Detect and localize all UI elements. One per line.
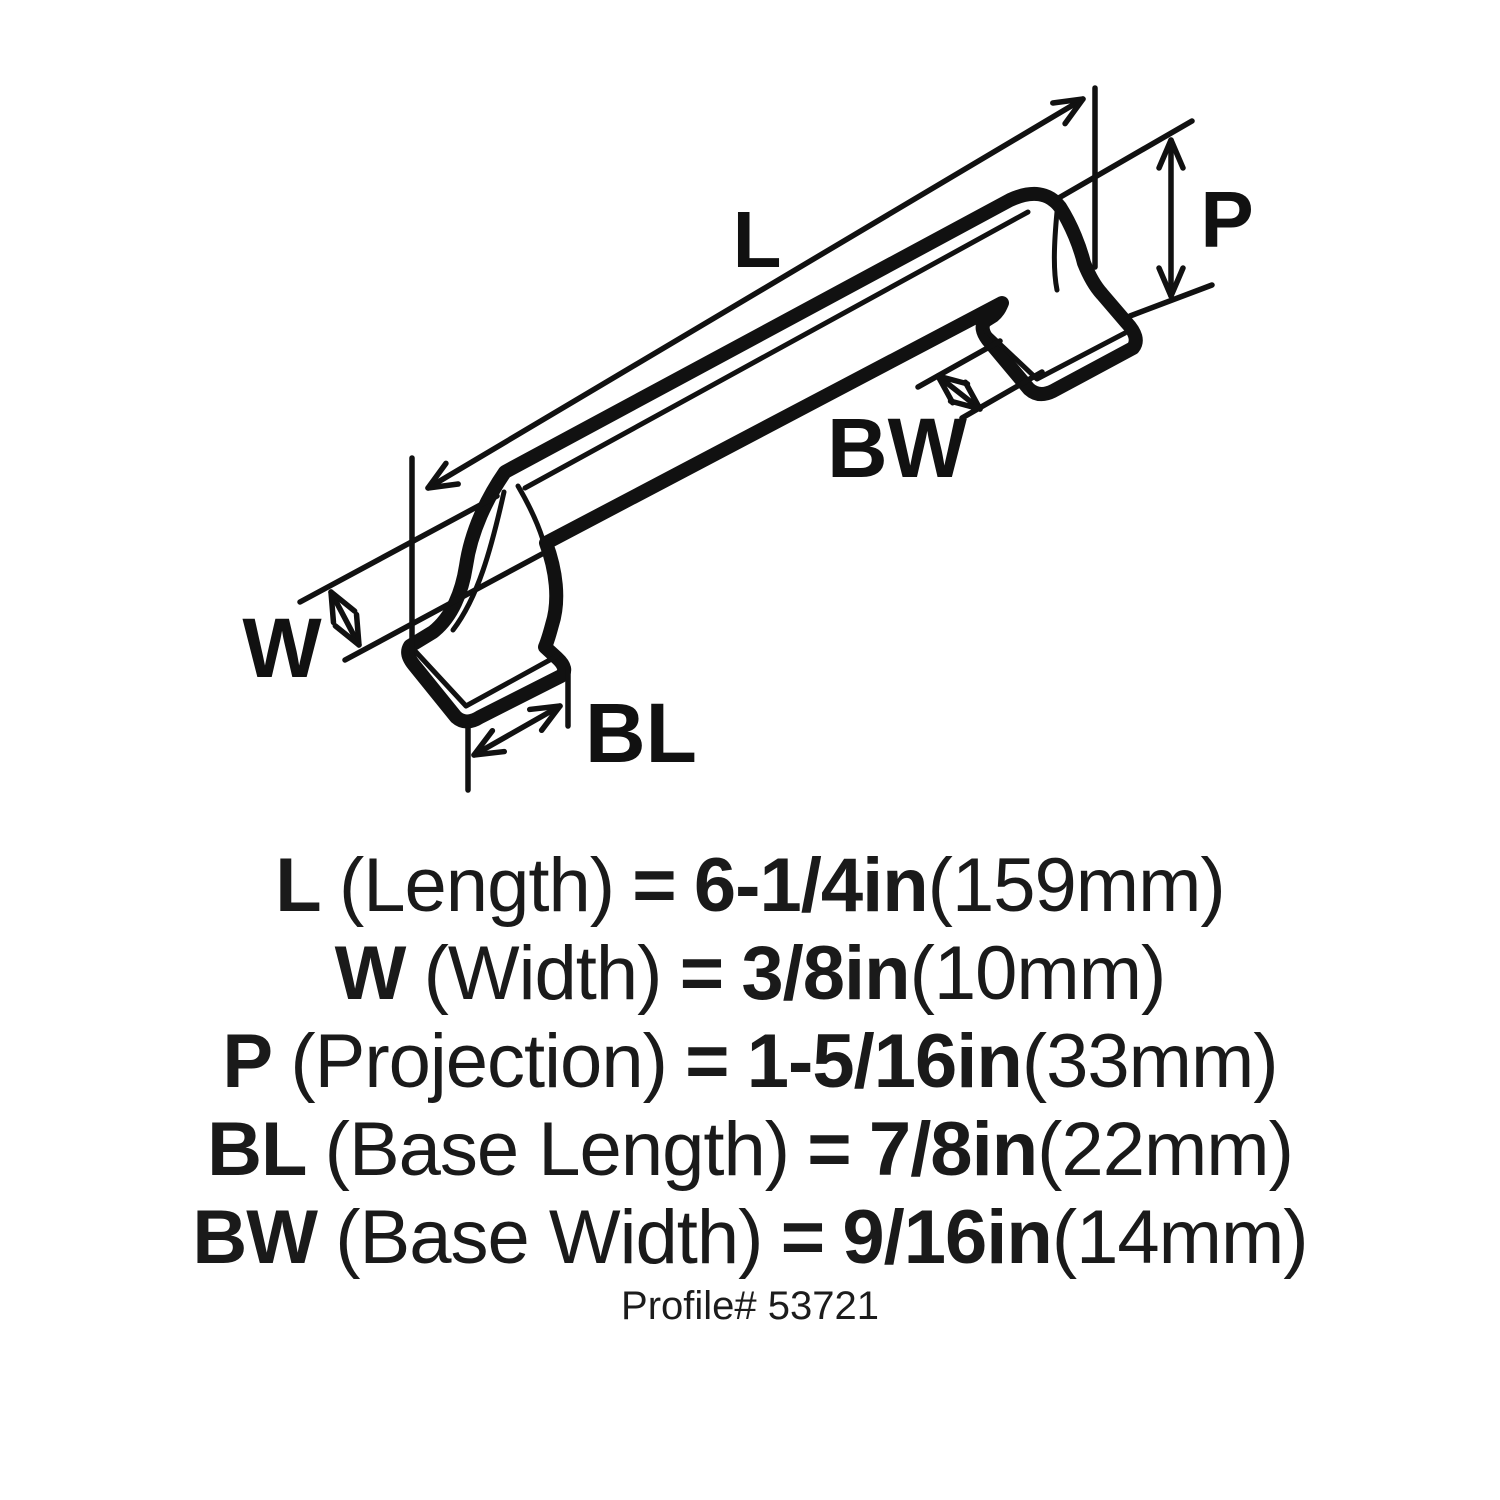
spec-mm: (159mm) — [927, 843, 1226, 928]
left-bend-end-face-line — [515, 483, 546, 543]
W-extension-line-bottom — [342, 551, 545, 663]
BW-extension-line-top — [915, 338, 1003, 390]
spec-line-base-width: BW(Base Width)=9/16in(14mm) — [0, 1194, 1500, 1282]
L-label: L — [733, 195, 782, 284]
spec-equals: = — [685, 1019, 729, 1104]
spec-term: L — [275, 843, 321, 928]
right-neck-crease-line — [1051, 209, 1060, 293]
left-neck-crease-line — [450, 489, 507, 633]
spec-name: (Width) — [423, 931, 663, 1016]
spec-inches: 7/8in — [868, 1107, 1038, 1192]
spec-term: P — [222, 1019, 273, 1104]
spec-line-length: L(Length)=6-1/4in(159mm) — [0, 842, 1500, 930]
spec-term: BL — [207, 1107, 307, 1192]
BW-dimension-arrow — [935, 373, 983, 412]
W-dimension-arrow — [328, 589, 362, 648]
L-dimension-line — [425, 96, 1086, 491]
spec-mm: (10mm) — [909, 931, 1167, 1016]
spec-inches: 6-1/4in — [693, 843, 929, 928]
W-extension-line-top — [297, 493, 500, 605]
spec-line-width: W(Width)=3/8in(10mm) — [0, 930, 1500, 1018]
BW-label: BW — [827, 401, 968, 495]
dimension-annotations — [297, 85, 1215, 793]
spec-equals: = — [632, 843, 676, 928]
spec-inches: 3/8in — [741, 931, 910, 1016]
profile-number: Profile# 53721 — [621, 1284, 879, 1328]
P-extension-line-top — [1047, 118, 1195, 206]
spec-equals: = — [807, 1107, 851, 1192]
P-label: P — [1200, 175, 1253, 264]
W-label: W — [242, 601, 322, 695]
spec-line-projection: P(Projection)=1-5/16in(33mm) — [0, 1018, 1500, 1106]
spec-name: (Projection) — [290, 1019, 668, 1104]
spec-term: BW — [192, 1195, 318, 1280]
spec-inches: 9/16in — [842, 1195, 1052, 1280]
BL-dimension-arrow — [471, 703, 563, 758]
spec-mm: (22mm) — [1037, 1107, 1294, 1192]
spec-name: (Base Length) — [324, 1107, 790, 1192]
spec-name: (Base Width) — [335, 1195, 763, 1280]
dimension-spec-list: L(Length)=6-1/4in(159mm) W(Width)=3/8in(… — [0, 842, 1500, 1282]
spec-term: W — [334, 931, 407, 1016]
P-extension-line-bottom — [1127, 282, 1215, 319]
BL-label: BL — [585, 686, 697, 780]
spec-inches: 1-5/16in — [746, 1019, 1023, 1104]
spec-line-base-length: BL(Base Length)=7/8in(22mm) — [0, 1106, 1500, 1194]
spec-equals: = — [780, 1195, 825, 1280]
left-base-top-face-line — [413, 649, 560, 709]
spec-mm: (14mm) — [1051, 1195, 1309, 1280]
spec-name: (Length) — [338, 843, 615, 928]
spec-equals: = — [679, 931, 724, 1016]
spec-mm: (33mm) — [1021, 1019, 1279, 1104]
